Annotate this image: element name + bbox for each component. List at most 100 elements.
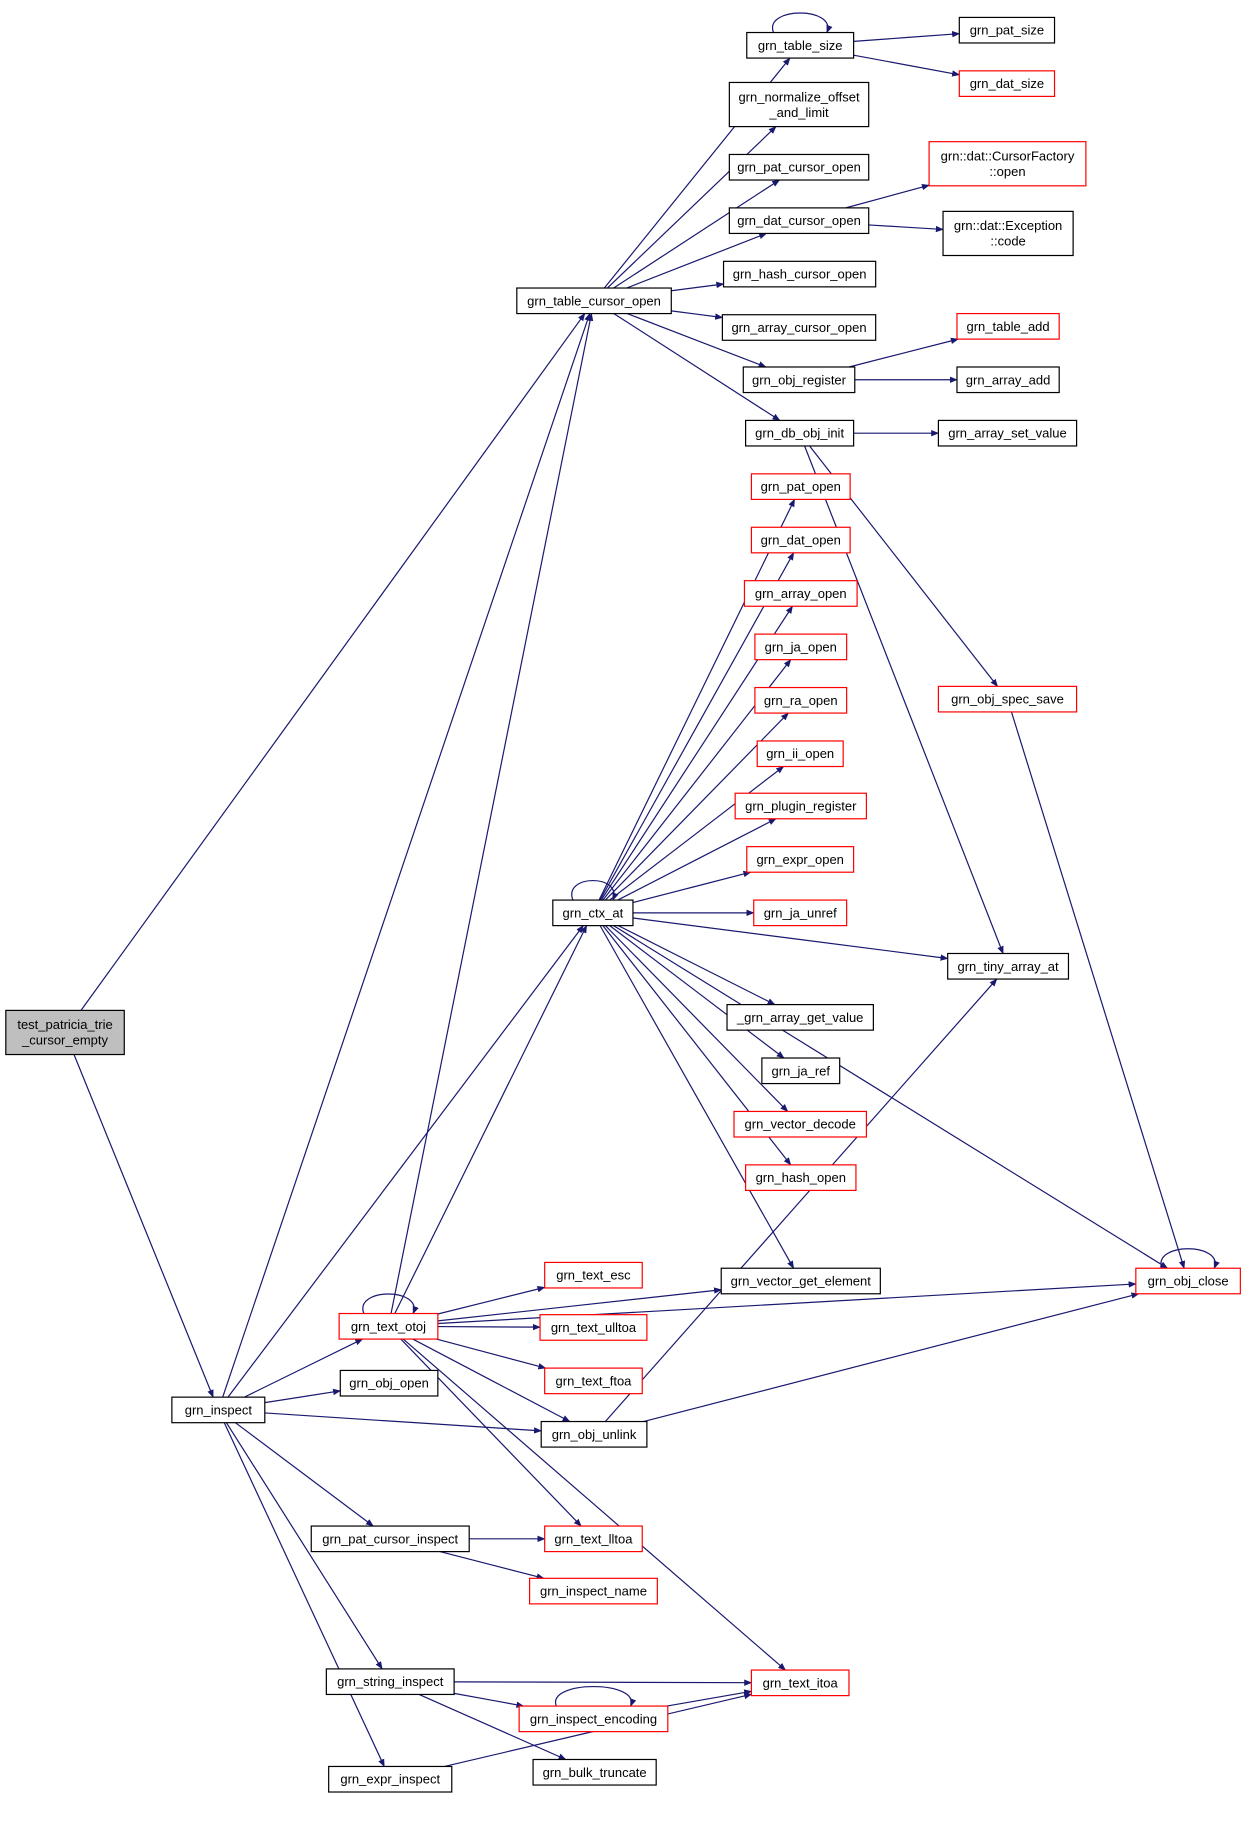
node-label: grn_obj_open xyxy=(349,1376,429,1391)
node-ja_open[interactable]: grn_ja_open xyxy=(754,633,848,661)
node-vector_decode[interactable]: grn_vector_decode xyxy=(733,1110,867,1138)
node-obj_register[interactable]: grn_obj_register xyxy=(742,366,856,394)
node-ja_unref[interactable]: grn_ja_unref xyxy=(753,899,848,927)
node-box xyxy=(720,1267,881,1295)
node-expr_open[interactable]: grn_expr_open xyxy=(746,846,855,873)
edge-root-to-inspect xyxy=(73,1054,214,1398)
edge-obj_close-to-obj_close xyxy=(1160,1248,1220,1269)
node-box xyxy=(722,260,877,288)
node-hash_open[interactable]: grn_hash_open xyxy=(745,1164,857,1192)
node-box xyxy=(754,633,848,661)
node-plugin_register[interactable]: grn_plugin_register xyxy=(734,792,867,820)
edge-obj_spec_save-to-obj_close xyxy=(1010,711,1186,1269)
node-pat_cursor_inspect[interactable]: grn_pat_cursor_inspect xyxy=(310,1525,470,1553)
edge-text_otoj-to-table_cursor_open xyxy=(390,312,594,1314)
node-text_otoj[interactable]: grn_text_otoj xyxy=(338,1312,439,1340)
node-box xyxy=(956,312,1060,340)
node-label: grn_obj_unlink xyxy=(552,1427,637,1442)
node-obj_spec_save[interactable]: grn_obj_spec_save xyxy=(937,685,1078,713)
node-inspect[interactable]: grn_inspect xyxy=(171,1396,266,1424)
edge-ctx_at-to-pat_open xyxy=(598,498,796,901)
node-ra_open[interactable]: grn_ra_open xyxy=(754,686,848,714)
node-label: grn_ja_unref xyxy=(764,905,837,920)
node-box xyxy=(754,686,848,714)
node-box xyxy=(328,1765,453,1793)
edge-table_cursor_open-to-obj_register xyxy=(626,313,767,368)
node-text_itoa[interactable]: grn_text_itoa xyxy=(750,1669,850,1697)
edge-text_otoj-to-text_ftoa xyxy=(436,1338,547,1370)
node-array_set_value[interactable]: grn_array_set_value xyxy=(937,419,1078,447)
node-pat_open[interactable]: grn_pat_open xyxy=(750,473,851,500)
edge-text_otoj-to-text_otoj xyxy=(362,1293,419,1315)
node-label: grn_pat_cursor_inspect xyxy=(322,1531,458,1546)
node-inspect_encoding[interactable]: grn_inspect_encoding xyxy=(518,1705,669,1733)
node-root[interactable]: test_patricia_trie_cursor_empty xyxy=(5,1009,125,1056)
node-label: grn_inspect_encoding xyxy=(530,1711,657,1726)
edge-table_cursor_open-to-dat_cursor_open xyxy=(626,232,768,289)
node-dat_open[interactable]: grn_dat_open xyxy=(750,526,851,554)
node-hash_cursor_open[interactable]: grn_hash_cursor_open xyxy=(722,260,877,288)
edge-inspect_encoding-to-text_itoa xyxy=(666,1689,753,1707)
node-exception[interactable]: grn::dat::Exception::code xyxy=(942,210,1074,257)
edge-string_inspect-to-text_itoa xyxy=(454,1679,753,1686)
edge-table_size-to-table_size xyxy=(772,12,833,34)
edge-inspect-to-expr_inspect xyxy=(223,1422,385,1768)
node-label: grn_obj_spec_save xyxy=(951,692,1064,707)
node-box xyxy=(544,1525,643,1553)
node-box xyxy=(544,1367,643,1395)
node-label: grn_pat_cursor_open xyxy=(737,160,861,175)
node-pat_cursor_open[interactable]: grn_pat_cursor_open xyxy=(728,153,870,181)
node-inspect_name[interactable]: grn_inspect_name xyxy=(528,1577,658,1605)
node-text_ulltoa[interactable]: grn_text_ulltoa xyxy=(539,1314,648,1341)
node-table_size[interactable]: grn_table_size xyxy=(746,31,855,59)
node-obj_close[interactable]: grn_obj_close xyxy=(1135,1267,1241,1295)
node-text_ftoa[interactable]: grn_text_ftoa xyxy=(544,1367,643,1395)
node-text_lltoa[interactable]: grn_text_lltoa xyxy=(544,1525,643,1553)
node-box xyxy=(742,366,856,394)
node-array_get_value[interactable]: _grn_array_get_value xyxy=(726,1003,874,1031)
node-dat_cursor_open[interactable]: grn_dat_cursor_open xyxy=(728,207,870,235)
node-label: grn_vector_decode xyxy=(745,1117,856,1132)
node-label: grn_vector_get_element xyxy=(731,1274,872,1289)
node-expr_inspect[interactable]: grn_expr_inspect xyxy=(328,1765,453,1793)
node-array_cursor_open[interactable]: grn_array_cursor_open xyxy=(721,314,877,341)
node-vector_get_element[interactable]: grn_vector_get_element xyxy=(720,1267,881,1295)
node-box xyxy=(734,792,867,820)
node-label: grn_dat_size xyxy=(970,76,1044,91)
node-cursorfactory[interactable]: grn::dat::CursorFactory::open xyxy=(928,141,1087,187)
node-label: grn_ra_open xyxy=(764,693,838,708)
node-label: grn_dat_open xyxy=(761,533,841,548)
node-array_open[interactable]: grn_array_open xyxy=(743,580,858,607)
node-ja_ref[interactable]: grn_ja_ref xyxy=(761,1057,841,1085)
node-text_esc[interactable]: grn_text_esc xyxy=(544,1261,643,1289)
node-pat_size[interactable]: grn_pat_size xyxy=(958,16,1056,44)
edge-text_otoj-to-text_esc xyxy=(437,1285,546,1315)
node-table_add[interactable]: grn_table_add xyxy=(956,312,1060,340)
node-box xyxy=(756,740,844,768)
node-label: grn_bulk_truncate xyxy=(543,1765,647,1780)
edges-layer xyxy=(73,12,1220,1768)
node-box xyxy=(956,366,1060,394)
node-tiny_array_at[interactable]: grn_tiny_array_at xyxy=(947,952,1070,980)
node-obj_open[interactable]: grn_obj_open xyxy=(339,1369,439,1397)
edge-table_size-to-dat_size xyxy=(853,54,961,77)
node-obj_unlink[interactable]: grn_obj_unlink xyxy=(540,1420,648,1448)
node-db_obj_init[interactable]: grn_db_obj_init xyxy=(745,419,855,447)
node-table_cursor_open[interactable]: grn_table_cursor_open xyxy=(516,287,672,315)
node-dat_size[interactable]: grn_dat_size xyxy=(958,70,1056,97)
node-box xyxy=(750,526,851,554)
node-string_inspect[interactable]: grn_string_inspect xyxy=(325,1668,455,1696)
edge-ctx_at-to-ii_open xyxy=(609,766,785,901)
edge-ctx_at-to-vector_get_element xyxy=(599,925,795,1269)
edge-text_otoj-to-text_itoa xyxy=(402,1338,787,1671)
node-box xyxy=(937,685,1078,713)
node-bulk_truncate[interactable]: grn_bulk_truncate xyxy=(532,1758,657,1786)
node-ii_open[interactable]: grn_ii_open xyxy=(756,740,844,768)
node-normalize[interactable]: grn_normalize_offset_and_limit xyxy=(728,81,870,128)
edge-ctx_at-to-ctx_at xyxy=(571,880,619,901)
node-array_add[interactable]: grn_array_add xyxy=(956,366,1060,394)
node-box xyxy=(761,1057,841,1085)
node-box xyxy=(958,16,1056,44)
node-ctx_at[interactable]: grn_ctx_at xyxy=(552,899,634,927)
node-box xyxy=(745,419,855,447)
